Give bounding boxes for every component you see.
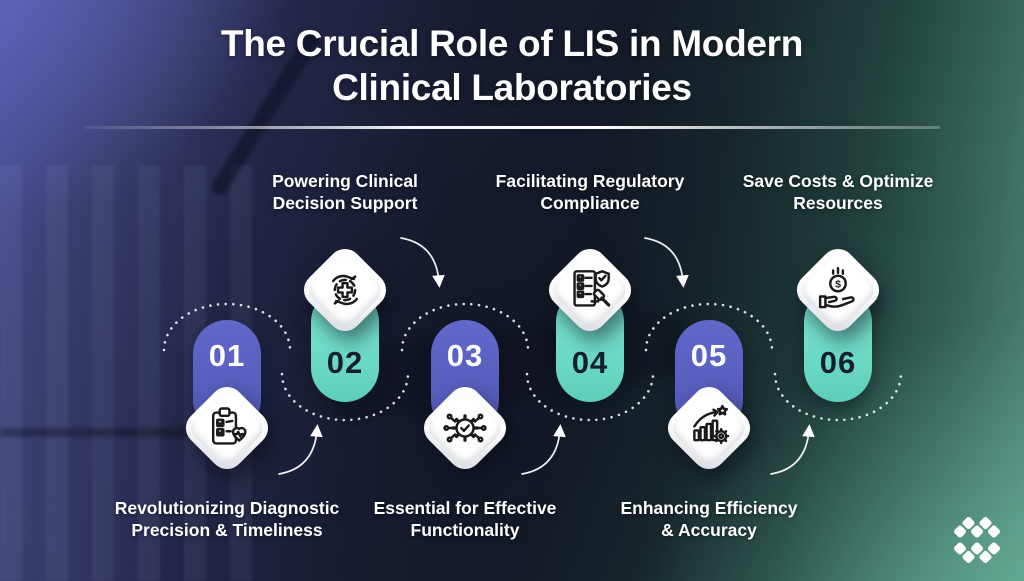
page-title-line1: The Crucial Role of LIS in Modern	[220, 23, 804, 64]
step-05: 05	[644, 0, 774, 581]
hands-medical-cross-icon	[332, 274, 358, 306]
step-number: 02	[326, 345, 364, 380]
title-divider-line	[84, 126, 940, 129]
step-03: 03	[400, 0, 530, 581]
mosaic-tile-cluster-logo	[953, 516, 1001, 564]
gear-check-network-icon	[443, 413, 487, 443]
step-number: 06	[819, 345, 857, 380]
page-title: The Crucial Role of LIS in Modern Clinic…	[0, 22, 1024, 109]
growth-chart-star-gear-icon	[693, 404, 730, 445]
step-label: Facilitating Regulatory Compliance	[495, 171, 685, 214]
step-label: Save Costs & Optimize Resources	[742, 171, 934, 214]
icon-card	[540, 240, 640, 340]
step-label: Essential for Effective Functionality	[373, 498, 557, 541]
step-label: Revolutionizing Diagnostic Precision & T…	[114, 498, 340, 541]
dotted-arc	[644, 302, 774, 352]
icon-card	[295, 240, 395, 340]
connector-arrow-down-02-03	[400, 237, 445, 288]
icon-card: $	[788, 240, 888, 340]
connector-arrow-down-04-05	[644, 237, 689, 288]
step-number: 03	[446, 338, 484, 373]
step-number: 04	[571, 345, 609, 380]
connector-arrow-up-05-06	[770, 424, 815, 475]
step-06: 06 $	[773, 0, 903, 581]
icon-card	[659, 378, 759, 478]
dollar-glyph: $	[835, 279, 841, 291]
step-number: 05	[690, 338, 728, 373]
dotted-arc	[525, 372, 655, 422]
dotted-arc	[280, 372, 410, 422]
step-01: 01	[162, 0, 292, 581]
step-number: 01	[208, 338, 246, 373]
step-02: 02	[280, 0, 410, 581]
connector-arrow-up-03-04	[521, 424, 566, 475]
background-shelf-overlay	[0, 428, 265, 437]
icon-card	[177, 378, 277, 478]
clipboard-checklist-heart-icon	[211, 407, 247, 445]
page-title-line2: Clinical Laboratories	[332, 66, 692, 108]
connector-arrow-up-01-02	[278, 424, 323, 475]
icon-card	[415, 378, 515, 478]
step-04: 04	[525, 0, 655, 581]
step-label: Powering Clinical Decision Support	[272, 171, 418, 214]
dotted-arc	[162, 302, 292, 352]
dotted-arc	[400, 302, 530, 352]
hand-holding-dollar-coin-icon: $	[818, 266, 855, 309]
checklist-shield-gavel-icon	[573, 270, 611, 307]
step-label: Enhancing Efficiency & Accuracy	[620, 498, 798, 541]
dotted-arc	[773, 372, 903, 422]
